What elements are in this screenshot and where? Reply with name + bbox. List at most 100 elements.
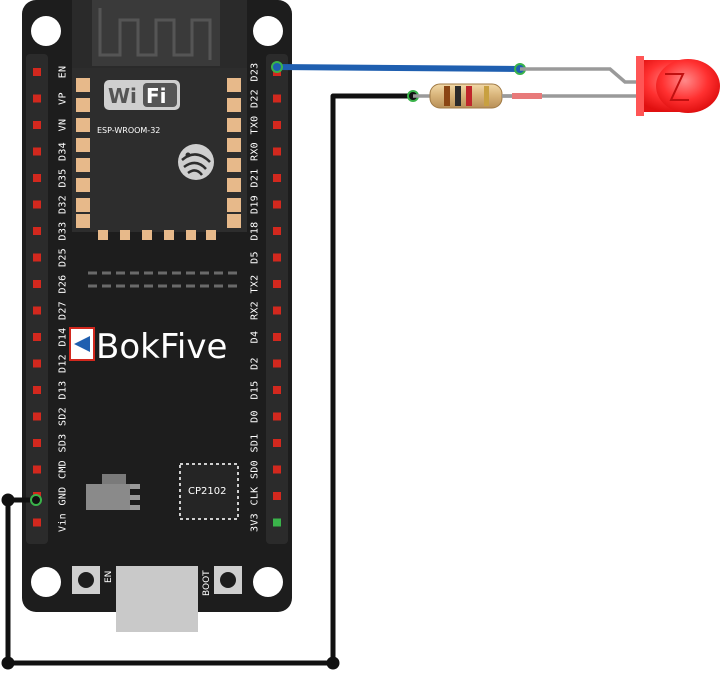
pin-en xyxy=(33,68,41,76)
board-traces xyxy=(88,271,238,288)
module-label: ESP-WROOM-32 xyxy=(97,126,160,135)
mounting-hole xyxy=(253,567,283,597)
pin-label-d5: D5 xyxy=(250,251,261,264)
pin-label-en: EN xyxy=(58,66,69,79)
pin-3v3 xyxy=(273,518,281,527)
mounting-hole xyxy=(31,16,61,46)
pin-d14 xyxy=(33,333,41,341)
pin-tx2 xyxy=(273,280,281,288)
pin-d33 xyxy=(33,227,41,235)
brand-logo: BokFive xyxy=(69,327,227,367)
right-pins: D23D22TX0RX0D21D19D18D5TX2RX2D4D2D15D0SD… xyxy=(250,63,281,532)
en-button[interactable]: EN xyxy=(72,566,114,594)
resistor-band-2 xyxy=(455,86,461,106)
mounting-hole xyxy=(31,567,61,597)
esp-wroom-module: Wi Fi ESP-WROOM-32 xyxy=(72,0,247,240)
mounting-hole xyxy=(253,16,283,46)
chip-label: CP2102 xyxy=(188,486,226,497)
pin-label-rx0: RX0 xyxy=(250,142,261,161)
wifi-logo: Wi Fi xyxy=(104,80,180,110)
en-button-label: EN xyxy=(104,571,114,583)
left-pin-header xyxy=(26,54,48,544)
pin-label-d32: D32 xyxy=(58,195,69,214)
pin-label-tx2: TX2 xyxy=(250,275,261,294)
pin-label-vin: Vin xyxy=(58,513,69,532)
pin-label-tx0: TX0 xyxy=(250,116,261,135)
pin-d12 xyxy=(33,359,41,368)
pin-sd0 xyxy=(273,465,281,474)
pin-d4 xyxy=(273,333,281,341)
pin-d34 xyxy=(33,147,41,156)
pin-label-d27: D27 xyxy=(58,301,69,320)
pin-tx0 xyxy=(273,121,281,129)
pin-label-d26: D26 xyxy=(58,275,69,294)
pin-d5 xyxy=(273,253,281,262)
pin-label-d14: D14 xyxy=(58,328,69,347)
pin-label-d35: D35 xyxy=(58,169,69,188)
pin-label-d12: D12 xyxy=(58,354,69,373)
boot-button[interactable]: BOOT xyxy=(202,566,242,596)
led-anvil-icon xyxy=(665,73,689,101)
pin-label-d21: D21 xyxy=(250,169,261,188)
svg-text:Fi: Fi xyxy=(146,84,167,108)
right-pin-header xyxy=(266,54,288,544)
pin-vin xyxy=(33,518,41,527)
esp32-board: ENVPVND34D35D32D33D25D26D27D14D12D13SD2S… xyxy=(22,0,292,632)
pin-label-vn: VN xyxy=(58,119,69,132)
pin-label-sd2: SD2 xyxy=(58,407,69,426)
resistor-band-1 xyxy=(444,86,450,106)
pin-label-d25: D25 xyxy=(58,248,69,267)
pin-label-d13: D13 xyxy=(58,381,69,400)
pin-label-3v3: 3V3 xyxy=(250,513,261,532)
pin-label-sd3: SD3 xyxy=(58,434,69,453)
pin-label-d34: D34 xyxy=(58,142,69,161)
pin-label-clk: CLK xyxy=(250,487,261,506)
pin-d18 xyxy=(273,227,281,235)
resistor-band-4 xyxy=(484,86,489,106)
pin-label-d2: D2 xyxy=(250,357,261,370)
pin-sd1 xyxy=(273,439,281,447)
pin-label-d33: D33 xyxy=(58,222,69,241)
voltage-regulator xyxy=(86,474,140,510)
espressif-logo-icon xyxy=(178,144,214,180)
wire-d23-to-led xyxy=(271,61,526,75)
pin-label-cmd: CMD xyxy=(58,460,69,479)
pin-d26 xyxy=(33,280,41,288)
pin-d0 xyxy=(273,412,281,421)
pin-label-d4: D4 xyxy=(250,331,261,344)
left-pins: ENVPVND34D35D32D33D25D26D27D14D12D13SD2S… xyxy=(33,66,69,532)
resistor-band-3 xyxy=(466,86,472,106)
pin-d19 xyxy=(273,200,281,209)
pin-cmd xyxy=(33,465,41,474)
pin-label-d0: D0 xyxy=(250,410,261,423)
antenna-trace xyxy=(98,8,212,60)
pin-label-sd0: SD0 xyxy=(250,460,261,479)
pin-label-d22: D22 xyxy=(250,89,261,108)
wire-resistor-to-gnd xyxy=(1,90,419,670)
resistor xyxy=(413,83,542,109)
pin-d32 xyxy=(33,200,41,209)
pin-d22 xyxy=(273,94,281,103)
pin-d2 xyxy=(273,359,281,368)
usb-connector xyxy=(116,566,198,632)
pin-label-gnd: GND xyxy=(58,487,69,506)
brand-name: BokFive xyxy=(96,327,227,367)
pin-sd3 xyxy=(33,439,41,447)
pin-label-d23: D23 xyxy=(250,63,261,82)
pin-vp xyxy=(33,94,41,103)
pin-label-rx2: RX2 xyxy=(250,301,261,320)
pin-rx0 xyxy=(273,147,281,156)
pin-d21 xyxy=(273,174,281,182)
pin-label-d15: D15 xyxy=(250,381,261,400)
usb-serial-chip: CP2102 xyxy=(179,463,239,520)
pin-rx2 xyxy=(273,306,281,315)
pin-d27 xyxy=(33,306,41,315)
svg-text:Wi: Wi xyxy=(108,84,137,108)
pin-label-sd1: SD1 xyxy=(250,434,261,453)
pin-d13 xyxy=(33,386,41,394)
pin-clk xyxy=(273,492,281,500)
pin-d15 xyxy=(273,386,281,394)
led xyxy=(636,56,720,116)
pin-d25 xyxy=(33,253,41,262)
